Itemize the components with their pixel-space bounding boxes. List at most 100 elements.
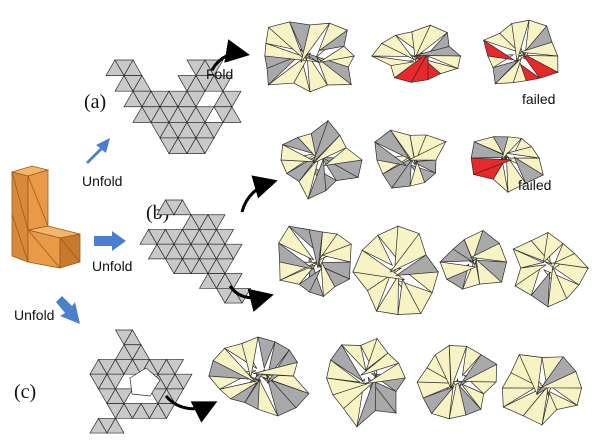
fold-triangle bbox=[340, 344, 367, 373]
net-b bbox=[139, 199, 252, 304]
fold-triangle bbox=[280, 144, 316, 163]
fold-triangle bbox=[448, 345, 468, 389]
fold-triangle bbox=[326, 359, 361, 383]
fold-triangle bbox=[475, 258, 503, 285]
stage-c1 bbox=[208, 336, 310, 417]
net-triangle bbox=[224, 273, 243, 290]
fold-triangle bbox=[361, 234, 394, 267]
fold-triangle bbox=[253, 361, 298, 377]
fold-triangle bbox=[244, 378, 260, 410]
fold-triangle bbox=[267, 21, 304, 59]
fold-triangle bbox=[511, 19, 530, 62]
fold-triangle bbox=[389, 232, 427, 273]
stage-b6 bbox=[439, 229, 508, 290]
fold-triangle bbox=[519, 41, 559, 57]
fold-triangle bbox=[513, 156, 544, 184]
fold-triangle bbox=[278, 242, 314, 270]
stage-a1 bbox=[264, 21, 355, 93]
fold-arrow-c bbox=[164, 394, 218, 423]
fold-triangle bbox=[552, 253, 590, 269]
stage-b4 bbox=[278, 225, 352, 298]
net-triangle bbox=[215, 258, 235, 275]
stage-b3 bbox=[470, 136, 544, 194]
net-triangle bbox=[213, 75, 233, 92]
fold-triangle bbox=[411, 159, 437, 174]
net-triangle bbox=[222, 90, 242, 108]
unfold-label-b: Unfold bbox=[92, 258, 132, 274]
stage-a3 bbox=[482, 19, 559, 85]
net-triangle bbox=[195, 106, 215, 124]
fold-triangle bbox=[448, 378, 467, 420]
net-c-hole bbox=[129, 367, 161, 397]
unfold-arrow-a bbox=[86, 138, 110, 164]
net-triangle bbox=[224, 243, 243, 260]
net-triangle bbox=[165, 388, 185, 405]
row-label-a: (a) bbox=[84, 91, 106, 113]
stage-b7 bbox=[512, 231, 590, 308]
fold-triangle bbox=[320, 260, 336, 298]
stage-a2 bbox=[371, 24, 462, 83]
net-triangle bbox=[207, 214, 226, 231]
fold-triangle bbox=[547, 265, 568, 308]
fold-triangle bbox=[512, 248, 545, 269]
fold-triangle bbox=[319, 29, 348, 51]
unfold-arrow-b bbox=[94, 231, 126, 251]
fold-triangle bbox=[257, 336, 276, 370]
net-triangle bbox=[106, 373, 125, 390]
row-label-c: (c) bbox=[14, 381, 36, 403]
fold-triangle bbox=[506, 154, 527, 193]
net-triangle bbox=[204, 122, 224, 139]
fold-triangle bbox=[380, 34, 415, 60]
stage-c4 bbox=[501, 353, 583, 427]
fold-triangle bbox=[460, 383, 485, 411]
fold-triangle bbox=[501, 136, 523, 160]
failed-label-b: failed bbox=[518, 177, 551, 193]
failed-label-a: failed bbox=[522, 91, 555, 107]
fold-triangle bbox=[470, 157, 512, 176]
fold-triangle bbox=[375, 273, 399, 315]
fold-triangle bbox=[397, 278, 422, 315]
fold-triangle bbox=[307, 158, 327, 200]
fold-triangle bbox=[506, 146, 540, 159]
fold-triangle bbox=[470, 242, 508, 263]
net-triangle bbox=[215, 229, 235, 245]
fold-triangle bbox=[415, 24, 449, 58]
fold-triangle bbox=[514, 264, 547, 287]
fold-triangle bbox=[374, 141, 407, 166]
fold-triangle bbox=[461, 345, 482, 377]
fold-triangle bbox=[320, 243, 352, 263]
fold-triangle bbox=[395, 254, 440, 276]
fold-triangle bbox=[422, 386, 455, 415]
fold-triangle bbox=[366, 362, 406, 384]
fold-triangle bbox=[352, 249, 405, 281]
fold-triangle bbox=[492, 59, 520, 85]
net-triangle bbox=[165, 359, 185, 375]
fold-arrow-b-lower bbox=[228, 285, 274, 313]
fold-triangle bbox=[374, 129, 411, 160]
fold-triangle bbox=[318, 45, 355, 63]
net-triangle bbox=[157, 403, 176, 420]
fold-triangle bbox=[323, 147, 363, 166]
fold-triangle bbox=[409, 160, 426, 187]
fold-triangle bbox=[360, 352, 400, 376]
fold-triangle bbox=[241, 336, 259, 378]
fold-triangle bbox=[408, 140, 447, 161]
net-triangle bbox=[195, 137, 215, 155]
fold-triangle bbox=[266, 374, 297, 417]
folding-stages bbox=[208, 19, 590, 428]
fold-triangle bbox=[439, 261, 477, 280]
unfold-label-c: Unfold bbox=[14, 307, 54, 323]
fold-triangle bbox=[541, 392, 558, 427]
fold-triangle bbox=[313, 134, 347, 164]
stage-c2 bbox=[326, 337, 406, 428]
fold-triangle bbox=[218, 379, 262, 400]
fold-triangle bbox=[316, 56, 353, 86]
stage-b1 bbox=[280, 119, 363, 200]
fold-triangle bbox=[298, 157, 320, 200]
stage-c3 bbox=[416, 344, 498, 420]
l-shaped-solid bbox=[10, 165, 81, 269]
fold-triangle bbox=[540, 370, 583, 389]
fold-label: Fold bbox=[206, 66, 233, 82]
fold-triangle bbox=[463, 363, 498, 383]
unfold-label-a: Unfold bbox=[82, 173, 122, 189]
